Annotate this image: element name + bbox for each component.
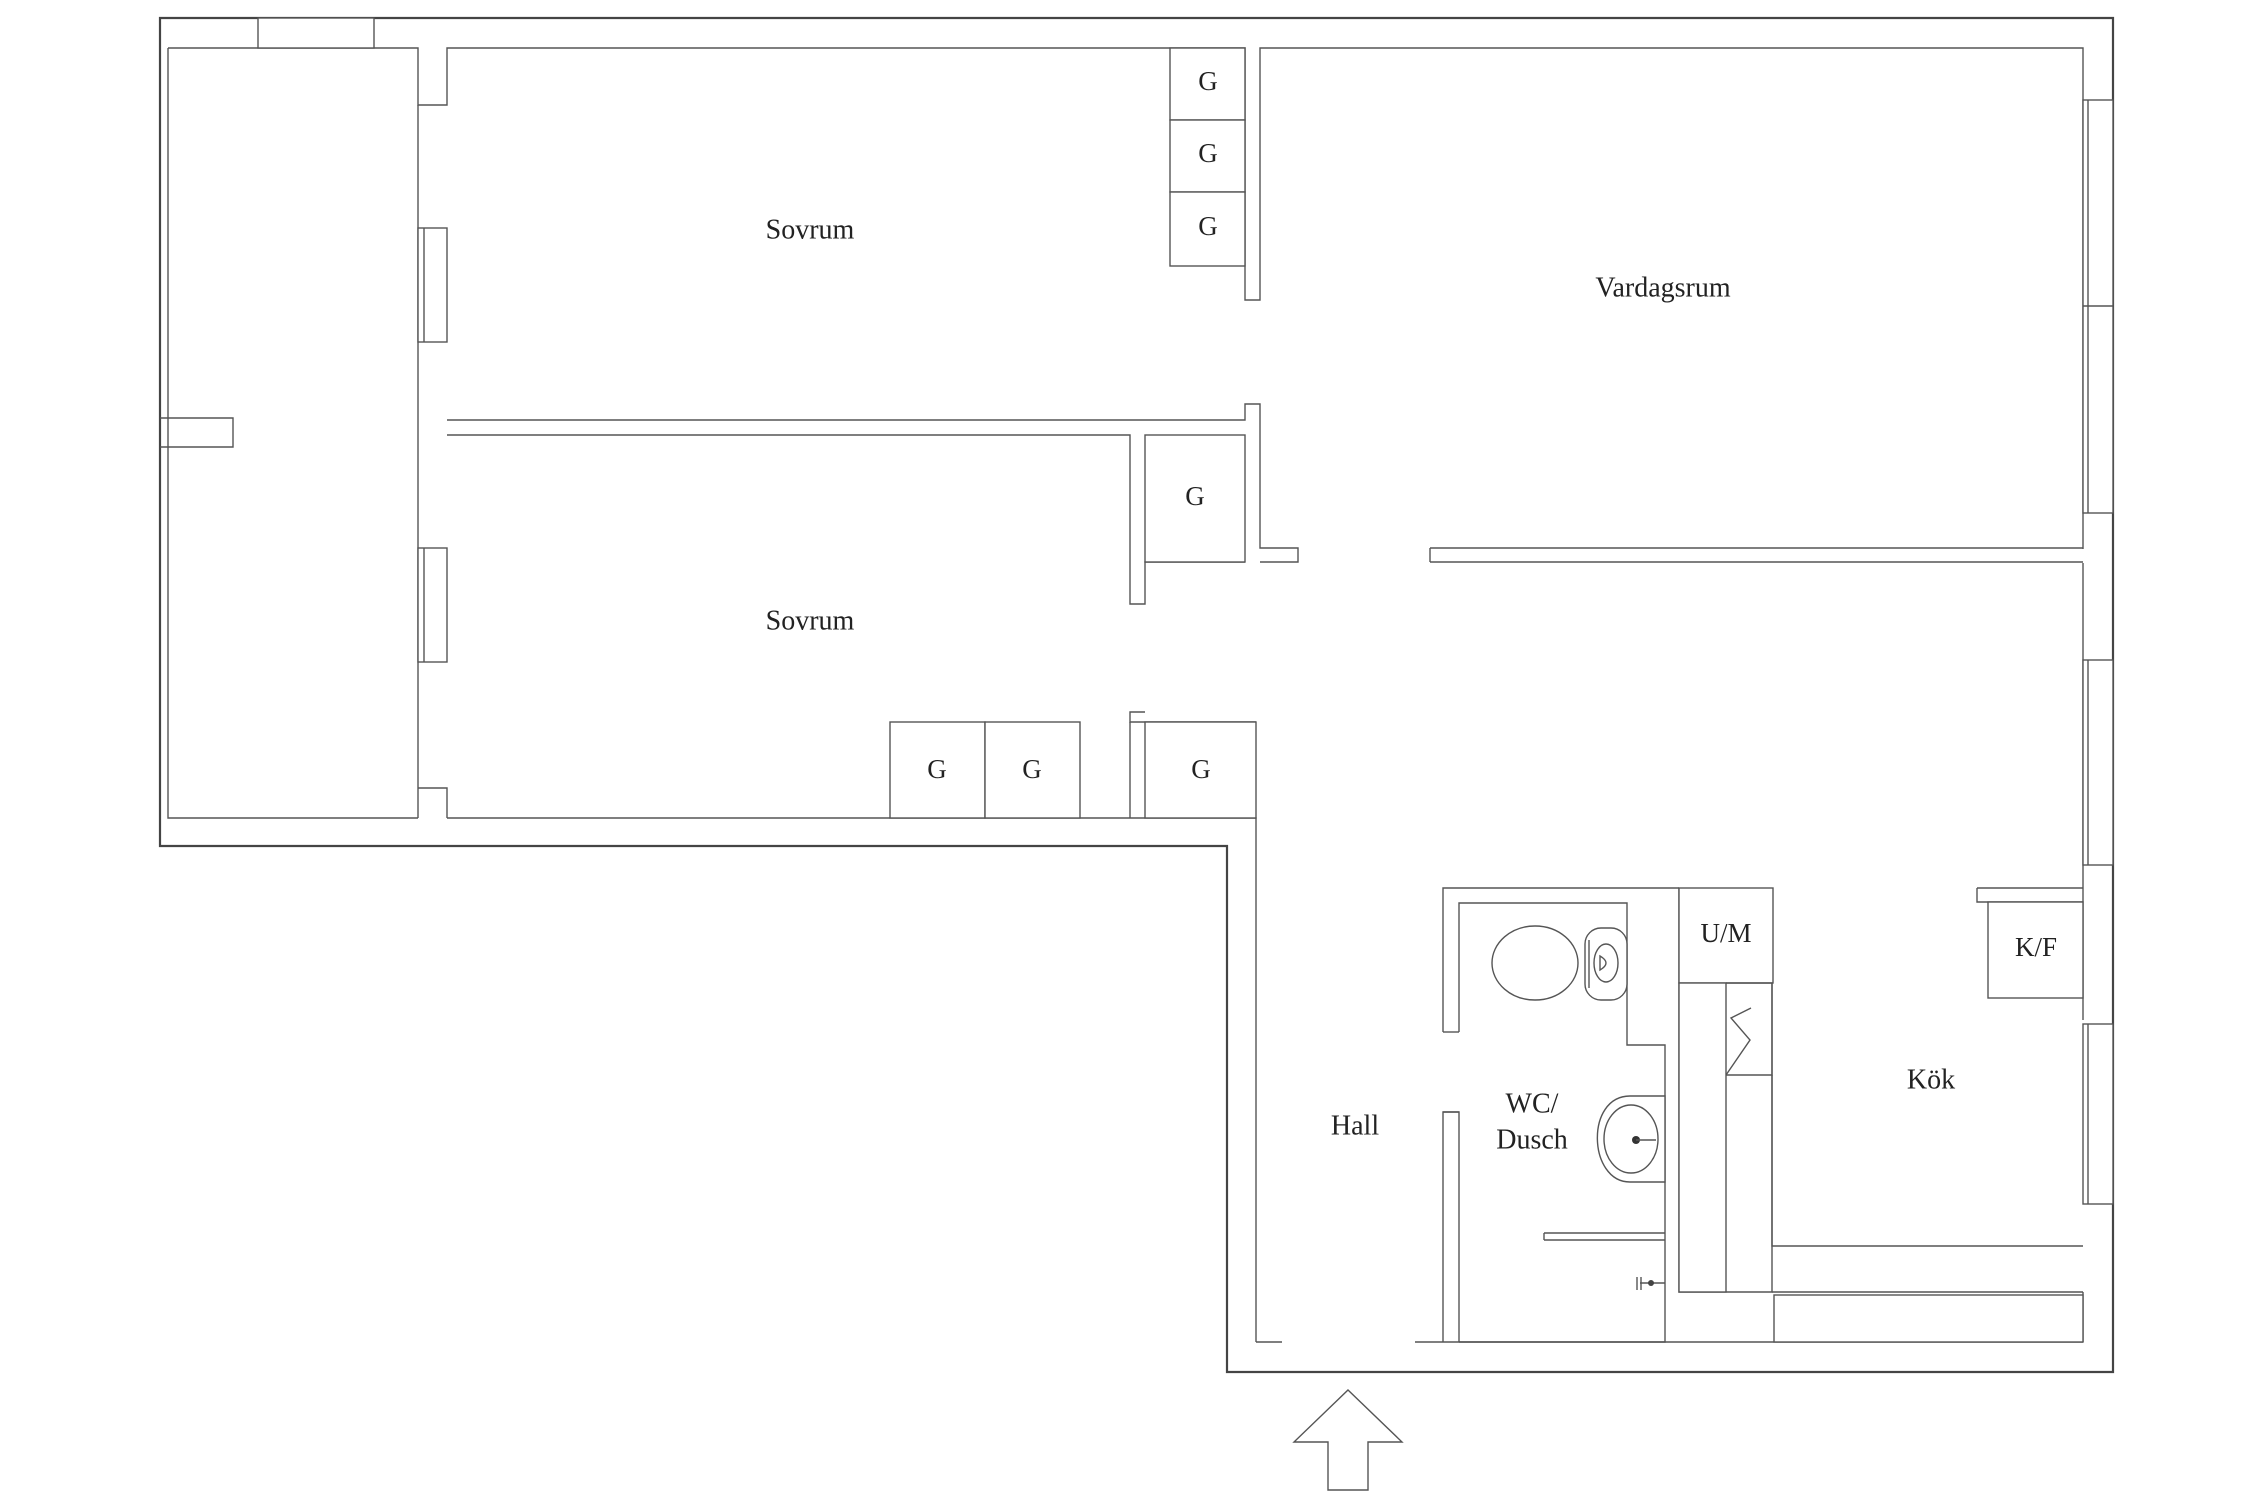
wardrobe-label: G — [1198, 138, 1218, 168]
wardrobe-label: G — [1198, 211, 1218, 241]
wardrobe-label: G — [1185, 481, 1205, 511]
room-label-living-room: Vardagsrum — [1595, 272, 1731, 303]
room-label-bedroom-bottom: Sovrum — [766, 605, 855, 636]
room-label-bathroom-line1: WC/ — [1506, 1088, 1559, 1119]
fridge-freezer-label: K/F — [2015, 932, 2057, 962]
toilet-icon — [1491, 925, 1628, 1001]
kitchen — [1678, 887, 2084, 1343]
facade-windows — [2082, 99, 2114, 1205]
room-label-hall: Hall — [1331, 1110, 1379, 1141]
bathroom — [1442, 887, 1679, 1343]
left-corridor — [160, 105, 448, 818]
wardrobes — [889, 47, 1257, 819]
washer-label: U/M — [1700, 918, 1751, 948]
outer-walls — [158, 16, 2115, 1374]
wardrobe-label: G — [1022, 754, 1042, 784]
wardrobe-label: G — [927, 754, 947, 784]
sink-icon — [1596, 1095, 1666, 1183]
entrance-arrow-icon — [1292, 1389, 1404, 1491]
wardrobe-label: G — [1191, 754, 1211, 784]
interior-walls — [447, 403, 2083, 818]
room-label-bedroom-top: Sovrum — [766, 214, 855, 245]
shower-icon — [1636, 1277, 1665, 1290]
room-label-kitchen: Kök — [1907, 1064, 1955, 1095]
room-label-bathroom-line2: Dusch — [1496, 1124, 1568, 1155]
wardrobe-label: G — [1198, 66, 1218, 96]
